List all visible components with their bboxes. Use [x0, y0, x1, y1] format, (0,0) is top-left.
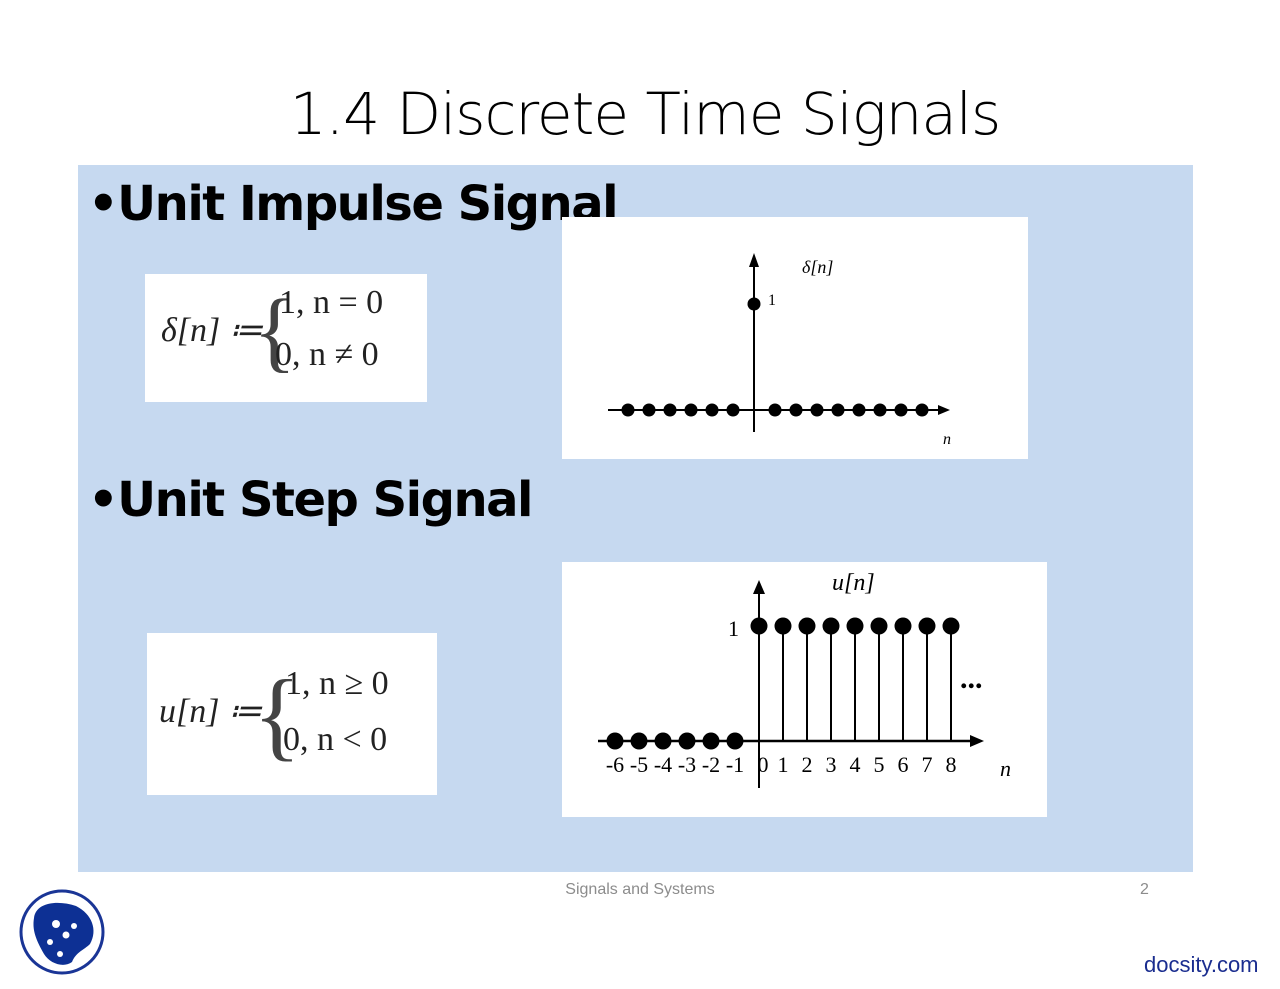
sample-point: [894, 617, 912, 635]
docsity-watermark: docsity.com: [1144, 952, 1259, 977]
tick-label: 1: [778, 752, 789, 777]
impulse-formula: δ[n] ≔ { 1, n = 0 0, n ≠ 0: [145, 274, 427, 402]
tick-label: 3: [826, 752, 837, 777]
sample-point: [726, 403, 740, 417]
tick-label: 0: [758, 752, 769, 777]
y-arrow-icon: [749, 253, 759, 267]
x-label: n: [943, 431, 951, 448]
tick-label: -4: [654, 752, 672, 777]
y-label: u[n]: [832, 570, 875, 596]
tick-label: 6: [898, 752, 909, 777]
tick-label: 7: [922, 752, 933, 777]
sample-point: [894, 403, 908, 417]
heading-unit-step: •Unit Step Signal: [88, 472, 533, 528]
brace: {: [253, 659, 301, 770]
sample-point: [915, 403, 929, 417]
sample-point: [852, 403, 866, 417]
sample-point: [678, 732, 696, 750]
sample-point: [789, 403, 803, 417]
tick-label: -6: [606, 752, 624, 777]
formula-case-2: 0, n ≠ 0: [275, 336, 379, 373]
sample-point: [642, 403, 656, 417]
sample-point: [702, 732, 720, 750]
one-label: 1: [768, 292, 776, 309]
y-arrow-icon: [753, 580, 765, 594]
sample-point: [726, 732, 744, 750]
x-arrow-icon: [938, 405, 950, 415]
sample-point: [822, 617, 840, 635]
formula-lhs: δ[n] ≔: [161, 312, 263, 349]
sample-point: [846, 617, 864, 635]
step-formula: u[n] ≔ { 1, n ≥ 0 0, n < 0: [147, 633, 437, 795]
sample-point: [768, 403, 782, 417]
x-arrow-icon: [970, 735, 984, 747]
sample-point: [654, 732, 672, 750]
y-label: δ[n]: [802, 257, 833, 277]
sample-point: [918, 617, 936, 635]
sample-point: [942, 617, 960, 635]
formula-case-1: 1, n = 0: [279, 284, 384, 321]
docsity-logo-icon: [19, 889, 105, 975]
sample-point: [705, 403, 719, 417]
formula-case-2: 0, n < 0: [283, 721, 388, 758]
sample-point: [606, 732, 624, 750]
tick-label: 5: [874, 752, 885, 777]
impulse-plot: 1 δ[n] n: [562, 217, 1028, 459]
tick-label: -1: [726, 752, 744, 777]
footer-text: Signals and Systems: [565, 881, 715, 898]
one-label: 1: [728, 616, 739, 641]
sample-point: [870, 617, 888, 635]
tick-label: 8: [946, 752, 957, 777]
tick-label: 4: [850, 752, 861, 777]
brace: {: [253, 282, 297, 381]
sample-point: [663, 403, 677, 417]
x-label: n: [1000, 756, 1011, 781]
slide-title: 1.4 Discrete Time Signals: [289, 80, 1001, 148]
sample-point: [873, 403, 887, 417]
sample-point: [810, 403, 824, 417]
tick-label: -3: [678, 752, 696, 777]
sample-point: [750, 617, 768, 635]
sample-point: [774, 617, 792, 635]
heading-unit-impulse: •Unit Impulse Signal: [88, 176, 619, 232]
sample-point: [831, 403, 845, 417]
tick-label: -2: [702, 752, 720, 777]
sample-point: [684, 403, 698, 417]
formula-lhs: u[n] ≔: [159, 693, 262, 730]
sample-point: [621, 403, 635, 417]
tick-label: -5: [630, 752, 648, 777]
tick-label: 2: [802, 752, 813, 777]
ellipsis: ...: [960, 662, 983, 695]
sample-point: [747, 297, 761, 311]
page-number: 2: [1140, 881, 1149, 898]
sample-point: [630, 732, 648, 750]
sample-point: [798, 617, 816, 635]
formula-case-1: 1, n ≥ 0: [285, 665, 389, 702]
